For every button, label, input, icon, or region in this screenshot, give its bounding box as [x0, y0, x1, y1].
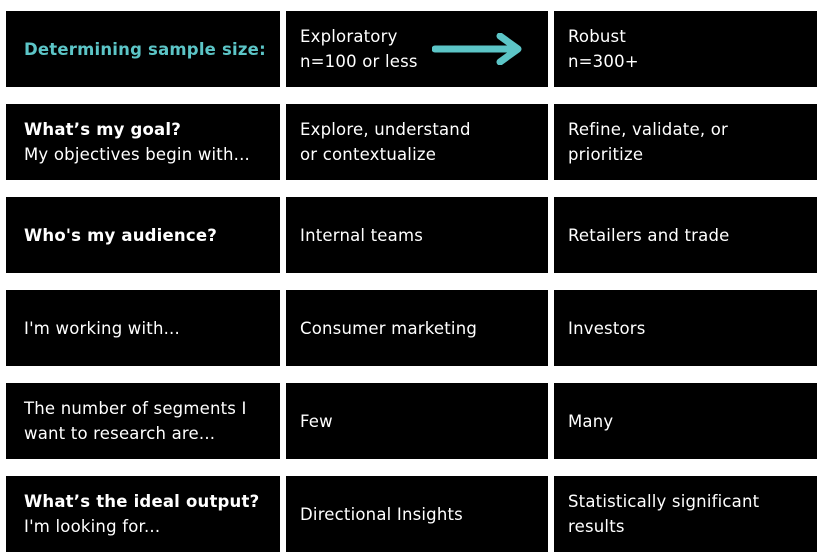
row-goal-subtext: My objectives begin with...	[24, 145, 250, 164]
row-working-subtext: I'm working with...	[24, 318, 180, 338]
row-segments-subtext-line1: The number of segments I	[24, 399, 247, 418]
exploratory-label: Exploratory	[300, 27, 398, 46]
row-segments-robust-cell: Many	[554, 383, 817, 459]
row-output-exploratory: Directional Insights	[300, 504, 463, 524]
robust-label: Robust	[568, 27, 627, 46]
exploratory-n: n=100 or less	[300, 52, 418, 71]
row-goal-robust-line2: prioritize	[568, 145, 644, 164]
row-audience-question: Who's my audience?	[24, 225, 218, 245]
row-audience-label-cell: Who's my audience?	[6, 197, 280, 273]
row-goal-exploratory-cell: Explore, understand or contextualize	[286, 104, 548, 180]
header-exploratory-cell: Exploratory n=100 or less	[286, 11, 548, 87]
row-output-robust-cell: Statistically significant results	[554, 476, 817, 552]
row-goal-robust-line1: Refine, validate, or	[568, 120, 728, 139]
row-output-exploratory-cell: Directional Insights	[286, 476, 548, 552]
row-segments-exploratory: Few	[300, 411, 333, 431]
arrow-right-icon	[432, 33, 522, 65]
row-goal-exploratory-line2: or contextualize	[300, 145, 437, 164]
row-segments-subtext-line2: want to research are...	[24, 424, 216, 443]
row-segments-exploratory-cell: Few	[286, 383, 548, 459]
header-title-cell: Determining sample size:	[6, 11, 280, 87]
row-working-exploratory: Consumer marketing	[300, 318, 478, 338]
row-output-question: What’s the ideal output?	[24, 492, 260, 511]
row-audience-exploratory-cell: Internal teams	[286, 197, 548, 273]
row-goal-exploratory-line1: Explore, understand	[300, 120, 471, 139]
row-output-subtext: I'm looking for...	[24, 517, 161, 536]
row-audience-exploratory: Internal teams	[300, 225, 424, 245]
row-goal-label-cell: What’s my goal? My objectives begin with…	[6, 104, 280, 180]
row-working-robust-cell: Investors	[554, 290, 817, 366]
row-output-label-cell: What’s the ideal output? I'm looking for…	[6, 476, 280, 552]
row-segments-robust: Many	[568, 411, 614, 431]
row-segments-label-cell: The number of segments I want to researc…	[6, 383, 280, 459]
row-working-label-cell: I'm working with...	[6, 290, 280, 366]
row-audience-robust: Retailers and trade	[568, 225, 730, 245]
robust-n: n=300+	[568, 52, 639, 71]
header-title: Determining sample size:	[24, 39, 266, 59]
comparison-grid: Determining sample size: Exploratory n=1…	[6, 11, 818, 552]
row-working-robust: Investors	[568, 318, 646, 338]
row-output-robust-line1: Statistically significant	[568, 492, 760, 511]
row-goal-robust-cell: Refine, validate, or prioritize	[554, 104, 817, 180]
header-robust-cell: Robust n=300+	[554, 11, 817, 87]
row-output-robust-line2: results	[568, 517, 625, 536]
row-audience-robust-cell: Retailers and trade	[554, 197, 817, 273]
row-working-exploratory-cell: Consumer marketing	[286, 290, 548, 366]
row-goal-question: What’s my goal?	[24, 120, 182, 139]
